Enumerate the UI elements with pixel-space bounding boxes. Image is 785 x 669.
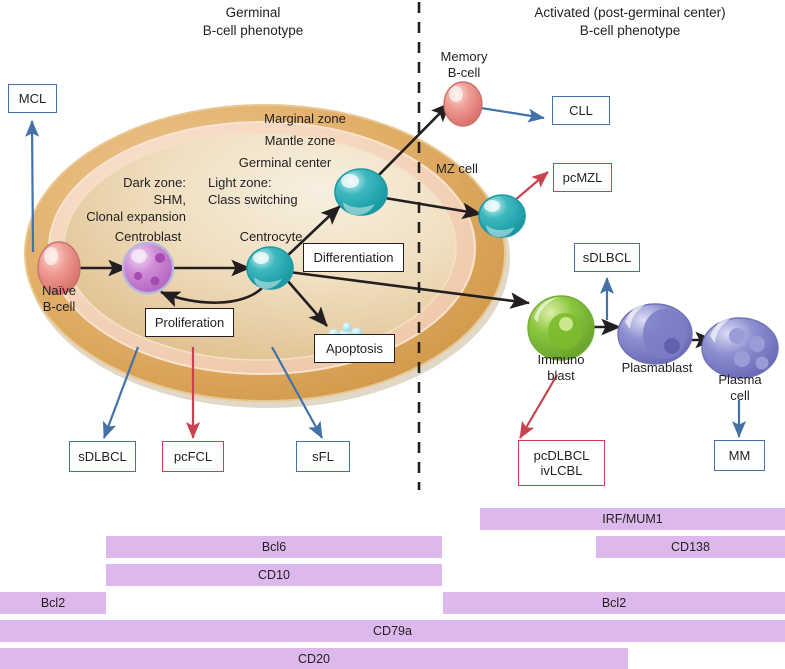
cell-plasma-cell	[701, 313, 779, 379]
label-marginal-zone: Marginal zone	[264, 111, 346, 126]
marker-bar-bcl2-right: Bcl2	[443, 592, 785, 614]
marker-bar-irf-mum1: IRF/MUM1	[480, 508, 785, 530]
label-light-zone: Light zone: Class switching	[208, 175, 298, 208]
cell-centroblast	[121, 241, 175, 295]
disease-box-pcmzl[interactable]: pcMZL	[553, 163, 612, 192]
marker-label: CD79a	[373, 624, 412, 638]
marker-bar-bcl6: Bcl6	[106, 536, 442, 558]
label-mantle-zone: Mantle zone	[264, 133, 336, 148]
process-box-proliferation: Proliferation	[145, 308, 234, 337]
marker-label: Bcl2	[40, 596, 66, 610]
heading-activated-phenotype: Activated (post-germinal center) B-cell …	[534, 5, 726, 38]
disease-box-mcl[interactable]: MCL	[8, 84, 57, 113]
disease-box-sdlbcl-right[interactable]: sDLBCL	[574, 243, 640, 272]
marker-label: Bcl6	[261, 540, 287, 554]
arrow-centrocyte-to-immunoblast	[288, 270, 531, 309]
caption-centrocyte: Centrocyte	[239, 229, 303, 244]
disease-box-sfl[interactable]: sFL	[296, 441, 350, 472]
process-box-apoptosis: Apoptosis	[314, 334, 395, 363]
marker-label: CD10	[258, 568, 290, 582]
marker-label: CD138	[671, 540, 710, 554]
marker-label: IRF/MUM1	[602, 512, 663, 526]
marker-bar-cd79a: CD79a	[0, 620, 785, 642]
arrow-centrocyte-to-centroblast-loop	[160, 286, 264, 307]
caption-naive-b-cell: Naïve B-cell	[42, 283, 76, 314]
caption-centroblast: Centroblast	[114, 229, 182, 244]
arrow-centroblast-to-sdlbcl	[102, 346, 140, 439]
process-box-differentiation: Differentiation	[303, 243, 404, 272]
disease-box-pcfcl[interactable]: pcFCL	[162, 441, 224, 472]
arrow-centrocyte-to-apoptosis	[286, 279, 328, 327]
arrow-immunoblast-to-pcdlbcl	[519, 374, 558, 439]
marker-bar-cd20: CD20	[0, 648, 628, 669]
cell-centrocyte	[246, 246, 294, 290]
disease-box-pcdlbcl-ivlcbl[interactable]: pcDLBCL ivLCBL	[518, 440, 605, 486]
cell-mz-cell	[478, 194, 526, 238]
cell-memory-b-cell	[443, 81, 483, 127]
arrow-naive-to-mcl	[25, 120, 40, 253]
caption-memory-b-cell: Memory B-cell	[440, 49, 488, 80]
label-dark-zone: Dark zone: SHM, Clonal expansion	[86, 175, 186, 225]
label-mz-cell: MZ cell	[436, 161, 478, 176]
cell-immunoblast	[527, 295, 595, 361]
marker-bar-cd138: CD138	[596, 536, 785, 558]
label-germinal-center: Germinal center	[238, 155, 332, 170]
caption-immunoblast: Immuno blast	[537, 352, 585, 383]
marginal-zone-ring	[24, 104, 506, 402]
heading-germinal-phenotype: Germinal B-cell phenotype	[202, 5, 304, 38]
marker-bar-cd10: CD10	[106, 564, 442, 586]
caption-plasma-cell: Plasma cell	[718, 372, 762, 403]
marker-label: CD20	[298, 651, 330, 666]
caption-plasmablast: Plasmablast	[621, 360, 693, 375]
disease-box-cll[interactable]: CLL	[552, 96, 610, 125]
marker-label: Bcl2	[601, 596, 627, 610]
disease-box-sdlbcl-left[interactable]: sDLBCL	[69, 441, 136, 472]
disease-box-mm[interactable]: MM	[714, 440, 765, 471]
cell-plasmablast	[617, 299, 693, 365]
marker-bar-bcl2-left: Bcl2	[0, 592, 106, 614]
arrow-lightzone-to-mz-cell	[384, 196, 483, 220]
arrow-memory-to-cll	[480, 106, 545, 123]
